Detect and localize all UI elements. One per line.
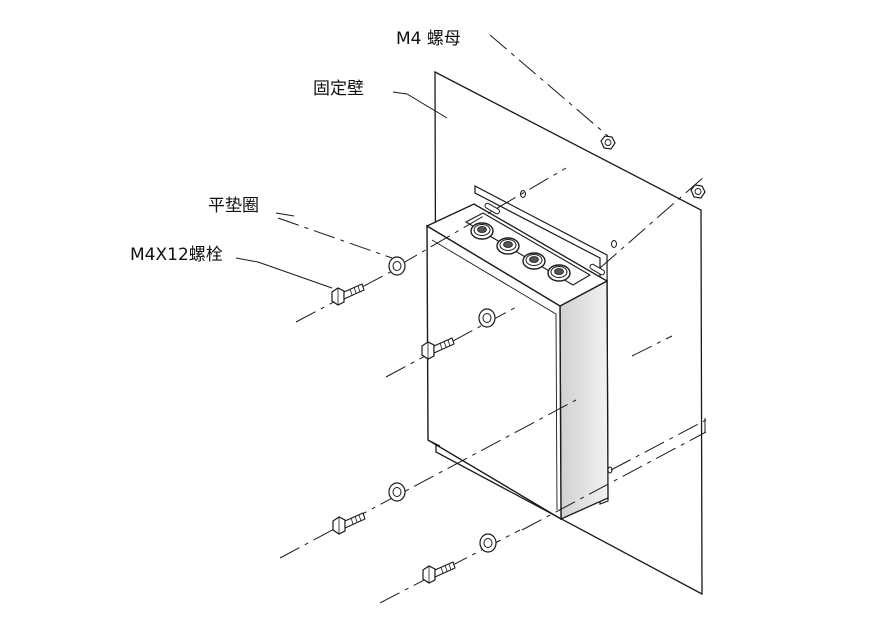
m4x12-bolt-4 (422, 561, 456, 584)
m4-nut-top (600, 135, 616, 150)
m4-nut-label: M4 螺母 (396, 29, 461, 49)
fixed-wall-label: 固定壁 (313, 79, 364, 99)
m4x12-bolt-3 (332, 512, 366, 535)
m4x12-bolt-label: M4X12螺栓 (130, 245, 223, 265)
flat-washer-4 (479, 533, 497, 553)
m4x12-bolt-1 (331, 283, 365, 306)
flat-washer-1 (388, 256, 406, 276)
enclosure-box (425, 185, 617, 521)
flat-washer-label: 平垫圈 (208, 196, 259, 216)
leader-lines (235, 91, 448, 289)
flat-washer-3 (388, 482, 406, 502)
flat-washer-2 (478, 308, 496, 328)
m4-nut-right (690, 184, 706, 199)
